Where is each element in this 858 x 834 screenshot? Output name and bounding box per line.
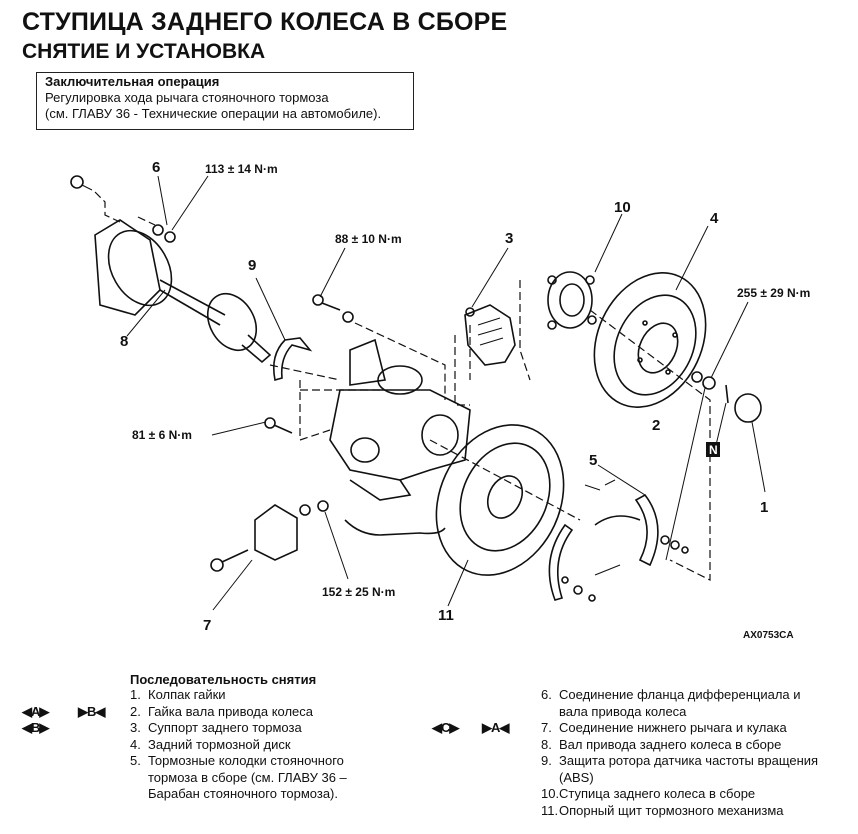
callout-8: 8 xyxy=(120,333,128,350)
list-item: 10.Ступица заднего колеса в сборе xyxy=(541,786,756,801)
callout-11: 11 xyxy=(438,607,454,624)
list-item: 5.Тормозные колодки стояночного xyxy=(130,753,344,768)
list-item: 11.Опорный щит тормозного механизма xyxy=(541,802,784,818)
list-item: 4.Задний тормозной диск xyxy=(130,736,291,752)
torque-label-152: 152 ± 25 N·m xyxy=(322,585,395,599)
list-item: 3.Суппорт заднего тормоза xyxy=(130,720,302,735)
torque-label-88: 88 ± 10 N·m xyxy=(335,232,402,246)
brake-disc xyxy=(593,272,707,408)
figure-code: AX0753CA xyxy=(743,630,794,641)
knuckle-bolt xyxy=(264,417,293,434)
brake-caliper xyxy=(464,304,516,366)
callout-4: 4 xyxy=(710,210,719,227)
guide-line xyxy=(429,439,581,521)
page-title: СТУПИЦА ЗАДНЕГО КОЛЕСА В СБОРЕ xyxy=(22,8,508,36)
nut-cap xyxy=(734,393,762,423)
page-subtitle: СНЯТИЕ И УСТАНОВКА xyxy=(22,40,266,63)
wheel-hub xyxy=(547,271,597,330)
install-mark-b: ◀B▶ xyxy=(22,720,49,735)
torque-label-255: 255 ± 29 N·m xyxy=(737,286,810,300)
callout-7: 7 xyxy=(203,617,211,634)
drive-shaft-assembly xyxy=(70,175,272,364)
lower-arm-bracket xyxy=(210,500,329,572)
callout-6: 6 xyxy=(152,159,160,176)
callout-9: 9 xyxy=(248,257,256,274)
callout-10: 10 xyxy=(614,199,631,216)
list-item: 9.Защита ротора датчика частоты вращения xyxy=(541,753,819,768)
guide-line xyxy=(354,322,446,400)
list-item: 8.Вал привода заднего колеса в сборе xyxy=(541,736,782,752)
remove-mark-b: ▶B◀ xyxy=(78,704,105,719)
parking-brake-shoes xyxy=(548,479,689,602)
note-heading: Заключительная операция xyxy=(45,74,220,89)
torque-label-113: 113 ± 14 N·m xyxy=(205,162,278,176)
sequence-title: Последовательность снятия xyxy=(130,672,317,687)
torque-label-81: 81 ± 6 N·m xyxy=(132,428,192,442)
leader-lines xyxy=(126,175,766,611)
guide-line xyxy=(299,380,331,441)
callout-5: 5 xyxy=(589,452,597,469)
backing-plate xyxy=(435,424,565,576)
removal-sequence-right: 6.Соединение фланца дифференциала и вала… xyxy=(541,687,819,818)
final-operation-note: Заключительная операция Регулировка хода… xyxy=(36,72,414,130)
remove-mark-a: ▶A◀ xyxy=(482,720,509,735)
install-mark-c: ◀C▶ xyxy=(432,720,459,735)
list-item: 7.Соединение нижнего рычага и кулака xyxy=(541,720,787,735)
install-mark-a: ◀A▶ xyxy=(22,704,49,719)
list-item: 1.Колпак гайки xyxy=(130,687,226,702)
split-pin xyxy=(725,384,729,404)
callout-1: 1 xyxy=(760,499,768,516)
new-part-mark-box xyxy=(706,442,720,457)
note-line-1: Регулировка хода рычага стояночного торм… xyxy=(45,90,329,105)
callout-2: 2 xyxy=(652,417,660,434)
abs-rotor-protector xyxy=(272,337,313,382)
guide-line xyxy=(519,280,531,381)
abs-sensor-cable xyxy=(344,519,446,536)
guide-line xyxy=(589,309,711,581)
new-part-mark: N xyxy=(709,443,718,457)
note-line-2: (см. ГЛАВУ 36 - Технические операции на … xyxy=(45,106,382,121)
caliper-bolt xyxy=(312,294,354,323)
knuckle-assembly xyxy=(329,338,471,501)
hub-nut xyxy=(702,376,716,390)
guide-line xyxy=(454,335,470,406)
callout-3: 3 xyxy=(505,230,513,247)
washer xyxy=(691,371,703,383)
removal-sequence-left: 1.Колпак гайки 2.Гайка вала привода коле… xyxy=(130,687,347,801)
exploded-diagram: 113 ± 14 N·m 88 ± 10 N·m 255 ± 29 N·m 81… xyxy=(70,159,810,641)
list-item: 2.Гайка вала привода колеса xyxy=(130,703,314,719)
list-item: 6.Соединение фланца дифференциала и xyxy=(541,687,801,702)
